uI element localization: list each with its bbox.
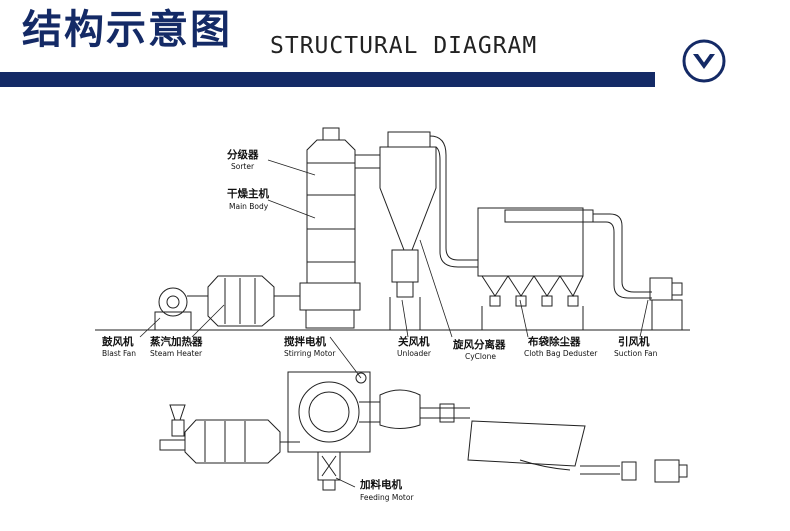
label-main-body-cn: 干燥主机 (227, 187, 269, 200)
label-main-body-en: Main Body (229, 202, 269, 211)
label-blast-fan-en: Blast Fan (102, 349, 136, 358)
header: 结构示意图 STRUCTURAL DIAGRAM (0, 0, 790, 90)
label-sorter-en: Sorter (231, 162, 255, 171)
title-underline-bar (0, 72, 655, 87)
equipment-drawing (95, 127, 690, 491)
label-feeding-motor-cn: 加料电机 (359, 478, 402, 491)
label-sorter-cn: 分级器 (227, 148, 259, 161)
label-cyclone-cn: 旋风分离器 (452, 338, 506, 351)
label-blast-fan-cn: 鼓风机 (102, 335, 134, 348)
leader-lines (139, 159, 649, 488)
label-steam-heater-en: Steam Heater (150, 349, 203, 358)
label-cloth-bag-en: Cloth Bag Deduster (524, 349, 598, 358)
label-feeding-motor-en: Feeding Motor (360, 493, 414, 502)
label-steam-heater-cn: 蒸汽加热器 (150, 335, 203, 348)
label-suction-fan-en: Suction Fan (614, 349, 658, 358)
component-labels: 分级器 Sorter 干燥主机 Main Body 鼓风机 Blast Fan … (102, 148, 658, 502)
structural-diagram: 分级器 Sorter 干燥主机 Main Body 鼓风机 Blast Fan … (95, 127, 690, 502)
page-subtitle: STRUCTURAL DIAGRAM (270, 33, 538, 59)
label-unloader-cn: 关风机 (398, 335, 430, 348)
label-unloader-en: Unloader (397, 349, 432, 358)
label-stirring-motor-cn: 搅拌电机 (284, 335, 326, 348)
label-cyclone-en: CyClone (465, 352, 496, 361)
label-suction-fan-cn: 引风机 (618, 335, 650, 348)
label-cloth-bag-cn: 布袋除尘器 (528, 335, 581, 348)
label-stirring-motor-en: Stirring Motor (284, 349, 336, 358)
page-title: 结构示意图 (22, 7, 232, 53)
chevron-down-circle-icon[interactable] (681, 38, 727, 84)
